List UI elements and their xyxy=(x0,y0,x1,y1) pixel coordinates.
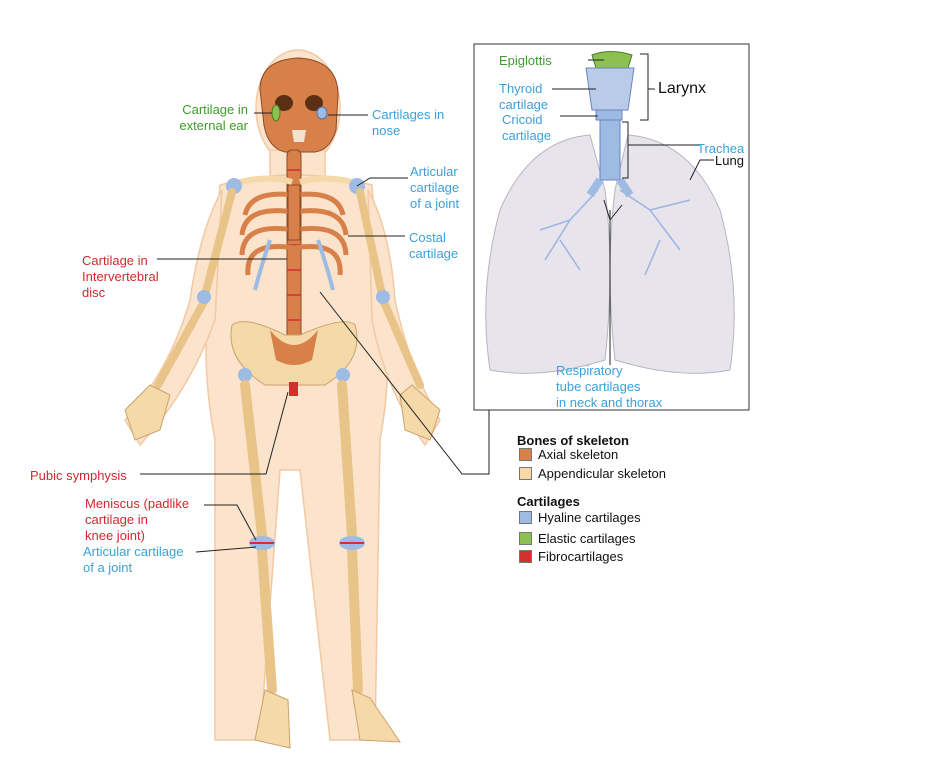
pelvis xyxy=(230,321,358,396)
label-lung: Lung xyxy=(715,153,744,168)
label-epiglottis: Epiglottis xyxy=(499,53,552,68)
lungs xyxy=(485,134,735,374)
label-respiratory-tube: Respiratory tube cartilages in neck and … xyxy=(556,363,663,410)
body-silhouette xyxy=(124,49,441,741)
skull xyxy=(259,57,339,153)
legend-hyaline-label: Hyaline cartilages xyxy=(538,510,641,525)
label-articular-knee: Articular cartilage of a joint xyxy=(83,544,184,575)
legend-axial: Axial skeleton xyxy=(519,447,618,462)
label-pubic-symphysis: Pubic symphysis xyxy=(30,468,127,483)
legs xyxy=(240,380,363,695)
legend-hyaline: Hyaline cartilages xyxy=(519,510,641,525)
swatch-fibro xyxy=(519,550,532,563)
legend-appendicular-label: Appendicular skeleton xyxy=(538,466,666,481)
label-costal-cartilage: Costal cartilage xyxy=(409,230,459,261)
label-articular-shoulder: Articular cartilage of a joint xyxy=(410,164,460,211)
arms xyxy=(154,188,424,389)
label-thyroid-cartilage: Thyroid cartilage xyxy=(499,81,549,112)
label-meniscus: Meniscus (padlike cartilage in knee join… xyxy=(85,496,190,543)
legend-elastic-label: Elastic cartilages xyxy=(538,531,636,546)
label-trachea: Trachea xyxy=(697,141,745,156)
swatch-axial xyxy=(519,448,532,461)
legend-cartilages-title: Cartilages xyxy=(517,494,580,509)
label-larynx: Larynx xyxy=(658,80,707,97)
label-nose-cartilage: Cartilages in nose xyxy=(372,107,445,138)
legend-bones-title: Bones of skeleton xyxy=(517,433,629,448)
legend-elastic: Elastic cartilages xyxy=(519,531,636,546)
feet xyxy=(254,689,401,749)
legend-appendicular: Appendicular skeleton xyxy=(519,466,666,481)
elbow-cartilage xyxy=(197,290,390,304)
legend-fibro-label: Fibrocartilages xyxy=(538,549,624,564)
swatch-hyaline xyxy=(519,511,532,524)
legend-fibro: Fibrocartilages xyxy=(519,549,623,564)
label-intervertebral-disc: Cartilage in Intervertebral disc xyxy=(82,253,159,300)
label-ear-cartilage: Cartilage in external ear xyxy=(179,102,248,133)
airway xyxy=(585,51,635,198)
leader-lines xyxy=(140,53,714,553)
rib-cage xyxy=(239,184,349,291)
bronchial-tree xyxy=(539,189,691,276)
legend-axial-label: Axial skeleton xyxy=(538,447,619,462)
swatch-appendicular xyxy=(519,467,532,480)
hands xyxy=(124,384,441,441)
swatch-elastic xyxy=(519,532,532,545)
label-cricoid-cartilage: Cricoid cartilage xyxy=(502,112,552,143)
